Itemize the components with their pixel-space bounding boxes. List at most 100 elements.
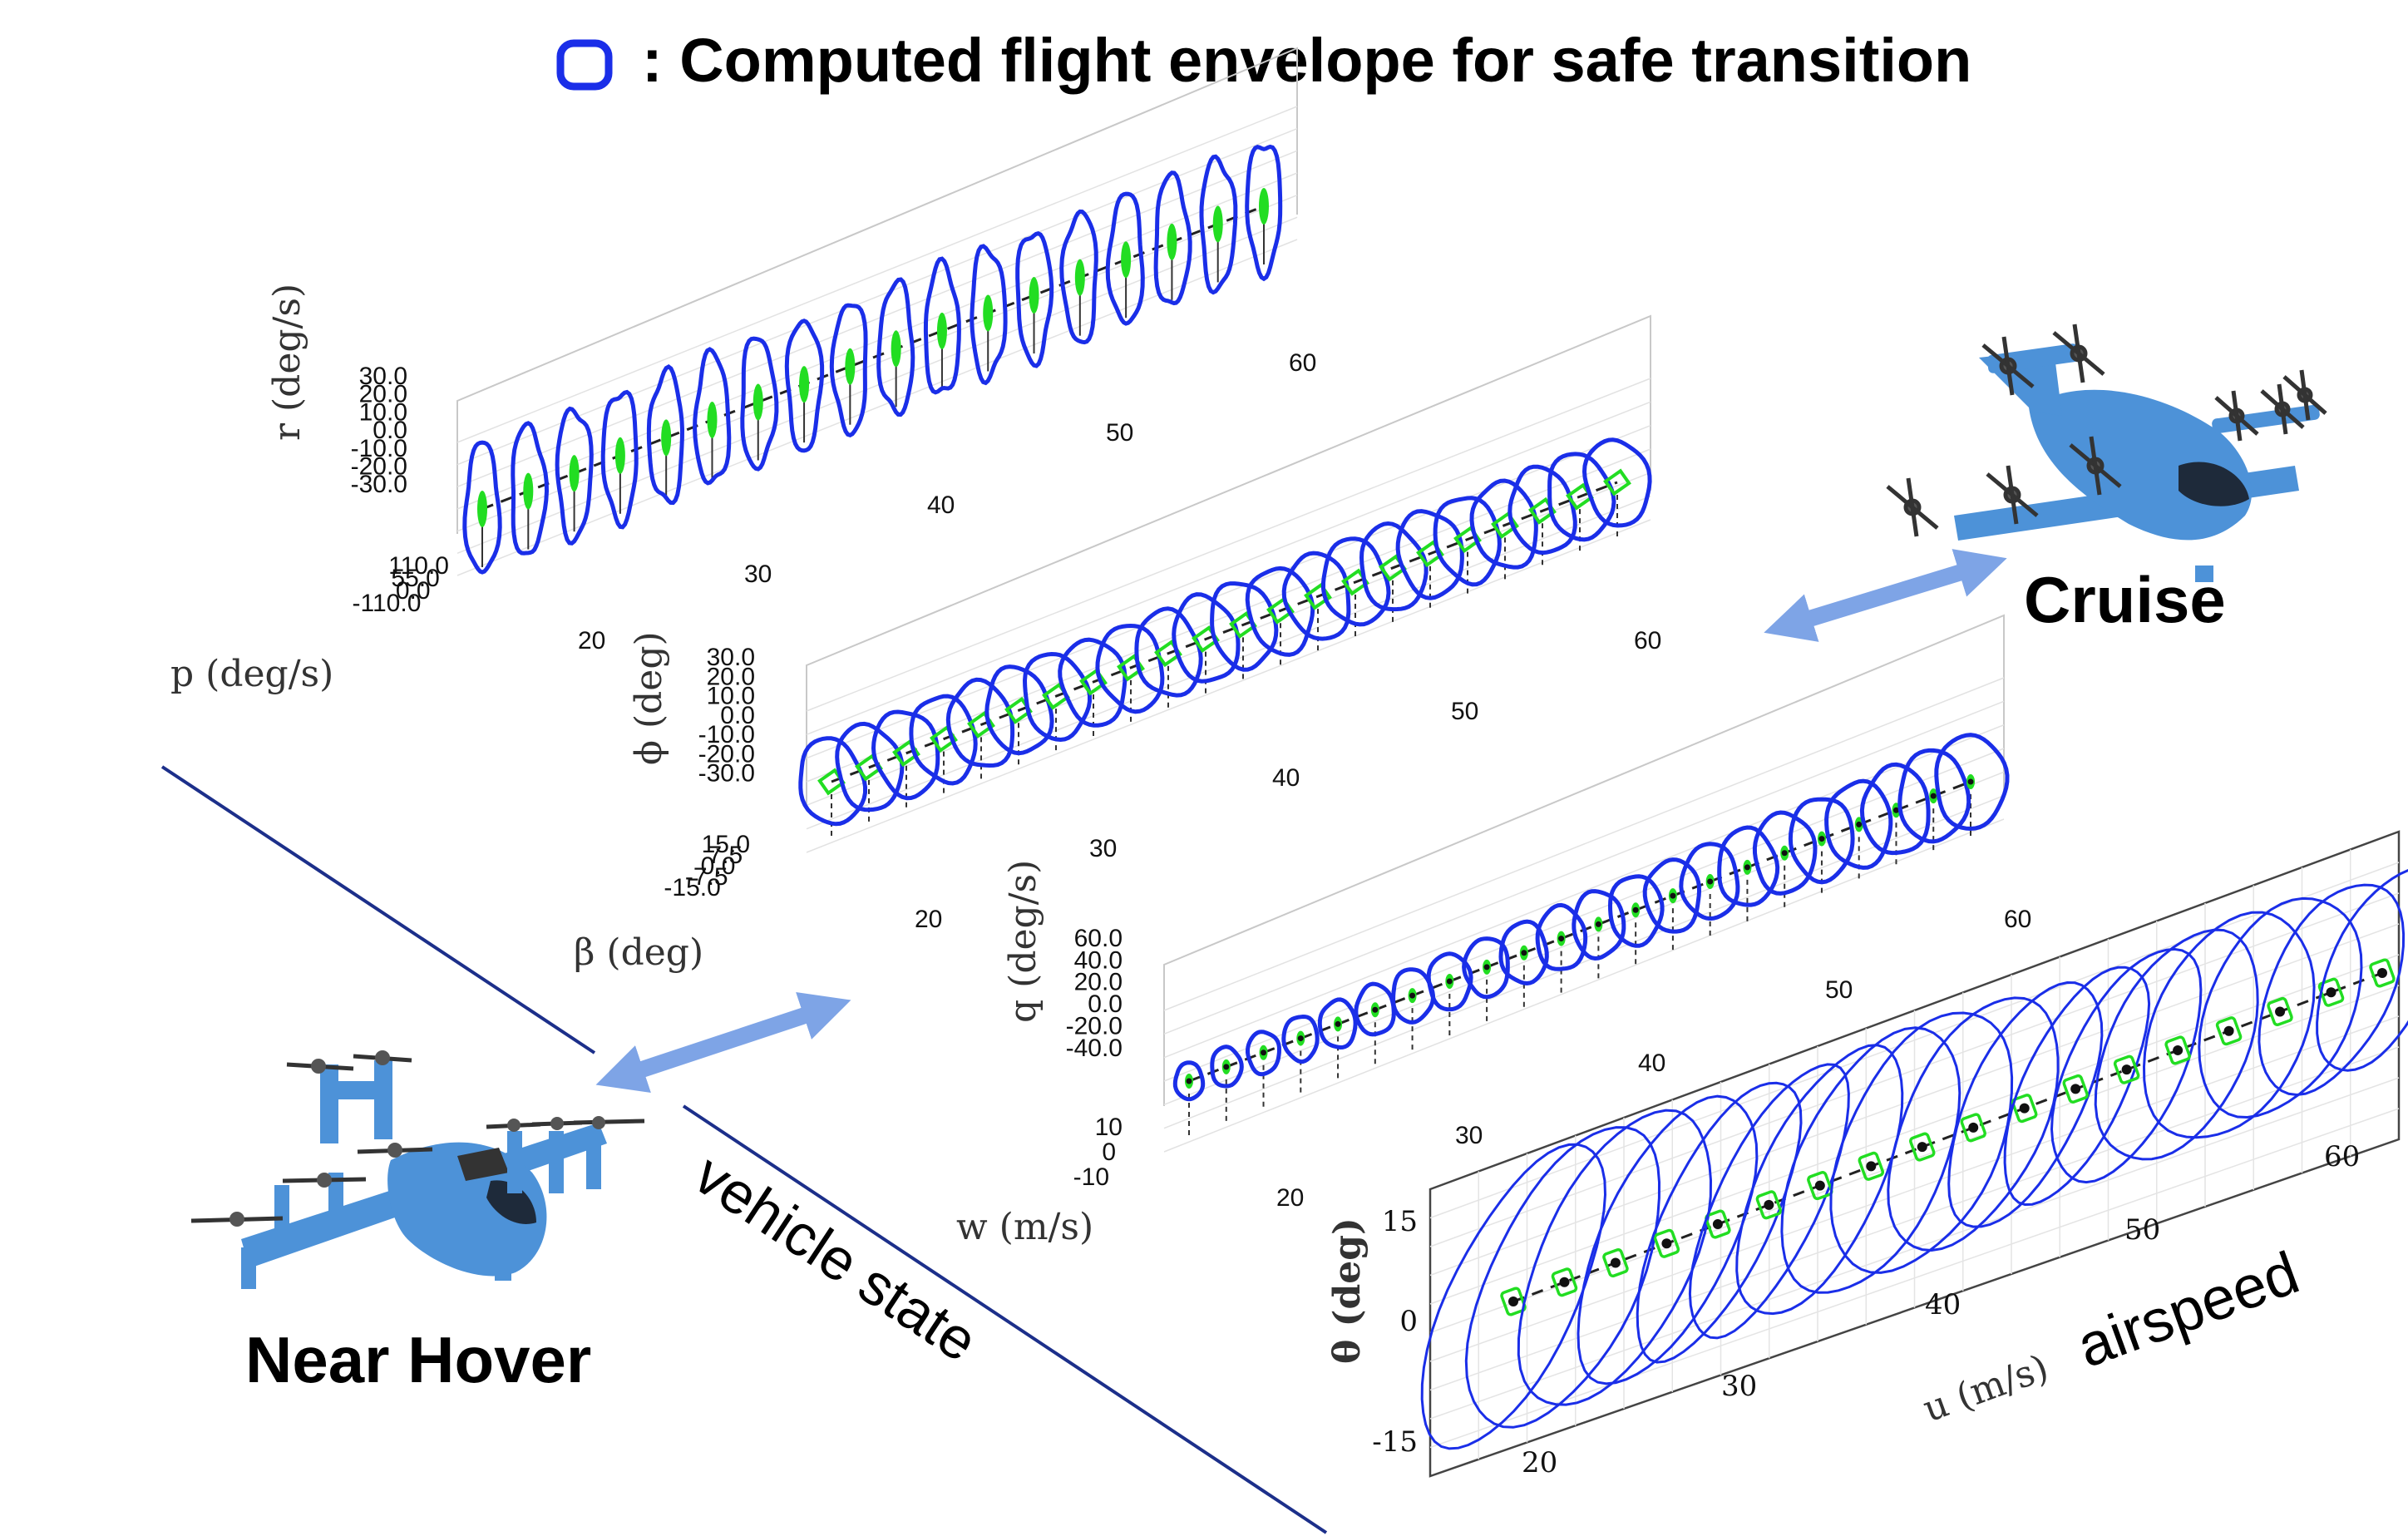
envelope-contour [1788, 797, 1855, 885]
trim-point [1818, 836, 1825, 842]
legend: : Computed flight envelope for safe tran… [556, 26, 1971, 95]
trim-point [1446, 978, 1453, 985]
inner-set [523, 472, 534, 510]
inner-set [1212, 205, 1223, 243]
y-tick-label: 60.0 [1074, 925, 1123, 952]
envelope-contour [829, 303, 868, 438]
depth-tick-label: 110.0 [388, 552, 449, 580]
u-tick-label: 20 [915, 906, 942, 933]
y-tick-label: 10.0 [707, 683, 755, 710]
inner-set [1551, 1267, 1578, 1297]
envelope-contour [1469, 478, 1538, 570]
depth-tick-label: 0 [1102, 1138, 1116, 1166]
envelope-contour [1679, 842, 1740, 921]
inner-set [1909, 1132, 1936, 1162]
envelope-contour [1105, 191, 1145, 326]
trim-point [1261, 1050, 1267, 1056]
trim-point [1814, 1180, 1825, 1191]
trim-point [2275, 1006, 2286, 1017]
envelope-contour [1281, 1014, 1320, 1064]
envelope-contour [693, 347, 732, 486]
panel-frame [806, 314, 1651, 807]
depth-axis-label: p (deg/s) [170, 653, 333, 695]
trim-point [1409, 992, 1416, 999]
legend-text: : Computed flight envelope for safe tran… [642, 26, 1971, 95]
trim-point [2019, 1103, 2030, 1114]
depth-axis-label: β (deg) [574, 931, 703, 974]
envelope-contour [646, 364, 685, 506]
y-tick-label: -30.0 [351, 471, 407, 498]
grid-line [1163, 794, 2005, 1129]
y-tick-label: -20.0 [1066, 1012, 1123, 1040]
inner-set [2369, 958, 2396, 988]
grid-line [806, 519, 1651, 853]
trim-point [1712, 1219, 1723, 1230]
y-tick-label: 20.0 [707, 663, 755, 690]
y-axis-label: ϕ (deg) [628, 631, 670, 765]
envelope-contour [970, 244, 1008, 386]
divider-line [160, 765, 596, 1054]
trim-point [1661, 1238, 1672, 1249]
inner-set [2062, 1074, 2089, 1104]
envelope-contour [1281, 551, 1351, 641]
airspeed-label: airspeed [2069, 1239, 2307, 1380]
envelope-contour [923, 256, 961, 395]
u-tick-label: 30 [1455, 1122, 1483, 1149]
envelope-contour [1058, 637, 1128, 728]
envelope-contour [2142, 911, 2316, 1139]
envelope-contour [2050, 947, 2203, 1184]
near-hover-label: Near Hover [245, 1323, 591, 1396]
envelope-contour [1636, 1081, 1803, 1364]
envelope-contour [1354, 981, 1396, 1037]
grid-line [456, 127, 1298, 466]
depth-tick-label: -10 [1073, 1163, 1109, 1191]
u-tick-label: 50 [2124, 1213, 2160, 1247]
y-axis-label: θ (deg) [1326, 1217, 1369, 1364]
trim-point [1856, 821, 1863, 827]
near-hover-aircraft-icon [190, 1050, 645, 1289]
trim-point [1223, 1064, 1230, 1070]
inner-set [477, 491, 487, 527]
inner-set [614, 437, 625, 474]
envelope-contour [1577, 1094, 1759, 1385]
envelope-contour [1172, 1060, 1206, 1102]
u-tick-label: 60 [1634, 627, 1661, 654]
envelope-contour [1824, 778, 1893, 870]
envelope-contour [1245, 566, 1315, 657]
u-tick-label: 20 [1276, 1184, 1304, 1212]
grid-line [1163, 818, 2005, 1153]
grid-line [1163, 700, 2005, 1035]
inner-set [1705, 1209, 1731, 1239]
inner-set [799, 366, 810, 403]
y-axis-label: r (deg/s) [266, 284, 308, 441]
envelope-contour [1153, 170, 1192, 306]
u-tick-label: 50 [1451, 698, 1478, 725]
inner-set [1603, 468, 1631, 496]
trim-point [1744, 864, 1750, 871]
envelope-contour [1887, 996, 2060, 1252]
envelope-contour [1752, 810, 1818, 896]
envelope-contour [1517, 1109, 1713, 1406]
trim-point [1186, 1078, 1192, 1084]
inner-set [1167, 223, 1177, 260]
trim-point [1866, 1161, 1877, 1172]
trim-point [2070, 1084, 2081, 1094]
inner-set [891, 330, 901, 368]
inner-set [1960, 1113, 1986, 1143]
grid-line [806, 378, 1651, 712]
y-tick-label: -10.0 [698, 721, 755, 748]
inner-set [1074, 259, 1085, 296]
legend-swatch [556, 39, 613, 91]
depth-tick-label: 0.0 [396, 577, 431, 605]
u-tick-label: 40 [1925, 1288, 1961, 1321]
y-tick-label: -15 [1372, 1425, 1418, 1459]
trim-point [1508, 1296, 1518, 1306]
envelope-contour [945, 677, 1015, 768]
grid-line [806, 401, 1651, 736]
grid-line [1163, 677, 2005, 1011]
envelope-contour [1246, 1030, 1282, 1077]
u-tick-label: 40 [927, 491, 955, 519]
inner-set [2113, 1054, 2140, 1084]
envelope-contour [2198, 896, 2363, 1119]
trim-point [1781, 850, 1788, 857]
